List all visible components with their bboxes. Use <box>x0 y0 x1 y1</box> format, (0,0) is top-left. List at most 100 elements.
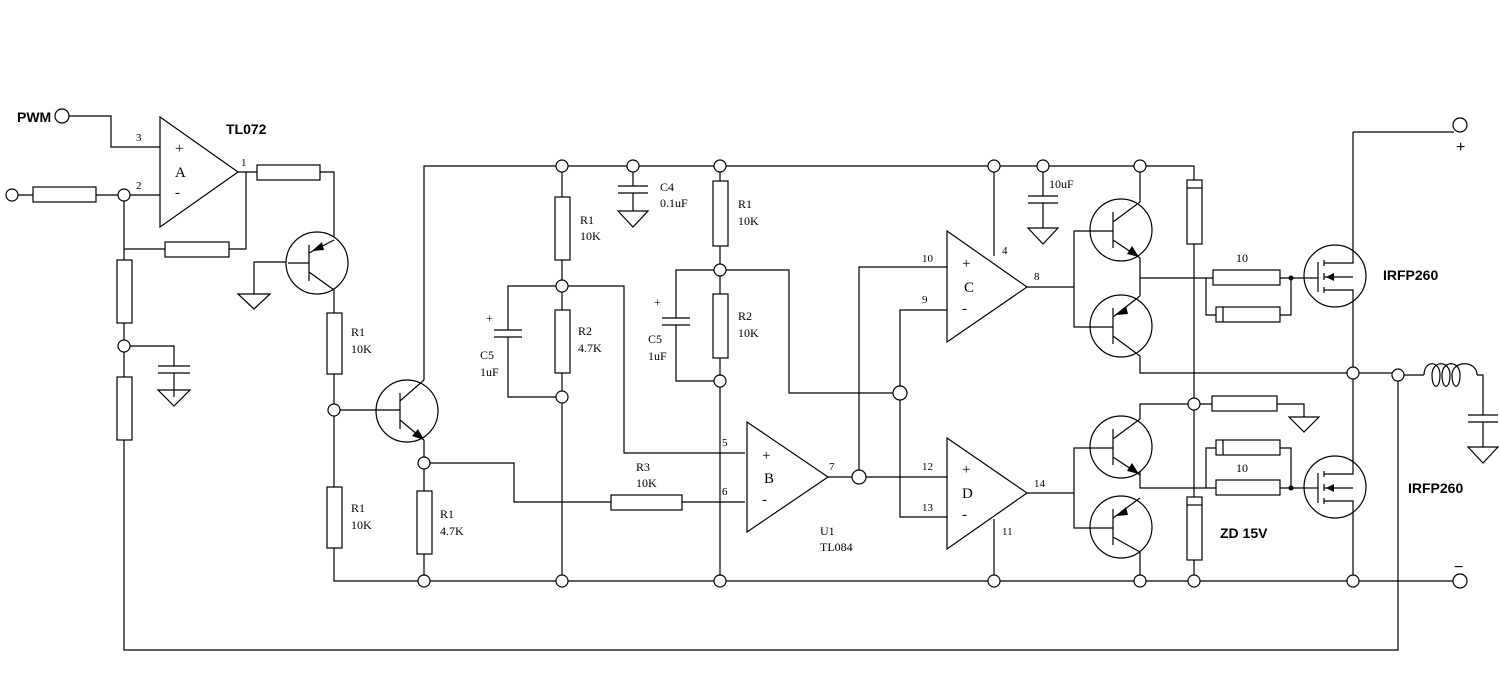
transistor-q3-npn <box>1089 198 1153 262</box>
r-gate-top-value: 10 <box>1236 251 1248 265</box>
opamp-d-pin-vee: 11 <box>1002 526 1013 538</box>
resistor-feedback <box>164 241 230 258</box>
c-div2-name: C5 <box>648 332 662 346</box>
resistor-div1-bottom <box>554 309 571 374</box>
opamp-d-pin-minus: 13 <box>922 502 934 514</box>
positive-terminal[interactable] <box>1452 117 1468 133</box>
resistor-pulldown <box>1211 395 1278 412</box>
wires <box>18 115 1484 651</box>
opamp-b-label: B <box>764 471 774 487</box>
negative-terminal[interactable] <box>1452 573 1468 589</box>
u1-label: U1 <box>820 524 835 538</box>
transistor-q5-npn <box>1089 415 1153 479</box>
input-terminal[interactable] <box>5 188 19 202</box>
output-inductor <box>1423 363 1478 387</box>
opamp-a-pin-minus: 2 <box>136 180 142 192</box>
mosfet-top <box>1303 244 1367 308</box>
resistor-divider-top <box>116 259 133 324</box>
opamp-c-pin-vcc: 4 <box>1002 245 1008 257</box>
c4-name: C4 <box>660 180 674 194</box>
resistor-gate-bottom <box>1215 479 1281 496</box>
diode-gate-top <box>1215 306 1281 323</box>
c-div1-name: C5 <box>480 348 494 362</box>
negative-sign: − <box>1454 559 1463 576</box>
r-div2-bottom-name: R2 <box>738 309 752 323</box>
c-supply-value: 10uF <box>1049 177 1074 191</box>
r-div1-top-value: 10K <box>580 229 601 243</box>
opamp-b-pin-minus: 6 <box>722 486 728 498</box>
nodes <box>5 108 1468 589</box>
resistor-gate-top <box>1212 269 1281 286</box>
opamp-b-pin-plus: 5 <box>722 437 728 449</box>
irfp260-top-label: IRFP260 <box>1383 267 1438 283</box>
opamp-a-pin-out: 1 <box>241 157 247 169</box>
resistor-q2-emitter <box>416 490 433 555</box>
resistor-opamp-a-out <box>256 164 321 181</box>
resistor-q1-emitter <box>326 312 343 375</box>
zener-label: ZD 15V <box>1220 525 1268 541</box>
r3-name: R3 <box>636 460 650 474</box>
opamp-c: + - C 10 9 8 4 <box>922 229 1040 344</box>
opamp-c-pin-minus: 9 <box>922 294 928 306</box>
transistor-q4-pnp <box>1089 294 1153 358</box>
svg-text:+: + <box>486 311 493 325</box>
pwm-label: PWM <box>17 109 51 125</box>
svg-text:+: + <box>762 448 770 464</box>
tl072-label: TL072 <box>226 121 267 137</box>
positive-sign: + <box>1456 139 1465 156</box>
resistor-input <box>32 186 97 203</box>
r-div2-top-value: 10K <box>738 214 759 228</box>
resistor-div1-top <box>554 196 571 261</box>
resistors <box>32 164 1281 561</box>
opamp-d-pin-out: 14 <box>1034 478 1046 490</box>
resistor-divider-bottom <box>116 376 133 441</box>
opamp-d-pin-plus: 12 <box>922 461 933 473</box>
labels: PWM TL072 R1 10K R1 10K R1 4.7K R1 10K R… <box>17 109 1465 576</box>
svg-text:-: - <box>962 507 967 523</box>
r-div1-bottom-name: R2 <box>578 324 592 338</box>
resistor-bootstrap <box>1186 179 1203 245</box>
diode-gate-bottom <box>1215 439 1281 456</box>
r-q2-base-value: 10K <box>351 518 372 532</box>
r-div1-top-name: R1 <box>580 213 594 227</box>
c-div1-value: 1uF <box>480 365 499 379</box>
r-div1-bottom-value: 4.7K <box>578 341 602 355</box>
svg-text:-: - <box>762 492 767 508</box>
zener-diode <box>1186 496 1203 561</box>
svg-text:+: + <box>654 295 661 309</box>
opamp-d-label: D <box>962 486 973 502</box>
opamp-a-plus-sign: + <box>175 141 183 157</box>
r-q1-emitter-value: 10K <box>351 342 372 356</box>
r-q1-emitter-name: R1 <box>351 325 365 339</box>
opamp-a-pin-plus: 3 <box>136 132 142 144</box>
opamp-c-pin-out: 8 <box>1034 271 1040 283</box>
r3-value: 10K <box>636 476 657 490</box>
resistor-div2-top <box>712 180 729 247</box>
pwm-input-terminal[interactable] <box>54 108 70 124</box>
transistor-q6-pnp <box>1089 495 1153 559</box>
r-div2-bottom-value: 10K <box>738 326 759 340</box>
svg-text:-: - <box>962 301 967 317</box>
r-div2-top-name: R1 <box>738 197 752 211</box>
c4-value: 0.1uF <box>660 196 688 210</box>
resistor-q2-base <box>326 486 343 549</box>
opamp-a-minus-sign: - <box>175 185 180 201</box>
capacitors: + + <box>158 185 1498 430</box>
transistor-q2-npn <box>375 379 439 443</box>
opamp-b: + - B 5 6 7 <box>722 420 835 534</box>
transistor-q1-pnp <box>285 231 349 295</box>
resistor-div2-bottom <box>712 293 729 359</box>
opamp-c-pin-plus: 10 <box>922 253 934 265</box>
grounds <box>156 210 1500 464</box>
opamp-c-label: C <box>964 280 974 296</box>
opamp-d: + - D 12 13 14 11 <box>922 436 1046 551</box>
r-q2-emitter-value: 4.7K <box>440 524 464 538</box>
mosfet-bottom <box>1303 455 1367 519</box>
irfp260-bottom-label: IRFP260 <box>1408 480 1463 496</box>
r-q2-base-name: R1 <box>351 501 365 515</box>
opamp-a-label: A <box>175 165 186 181</box>
svg-text:+: + <box>962 256 970 272</box>
opamp-b-pin-out: 7 <box>829 461 835 473</box>
r-gate-bottom-value: 10 <box>1236 461 1248 475</box>
